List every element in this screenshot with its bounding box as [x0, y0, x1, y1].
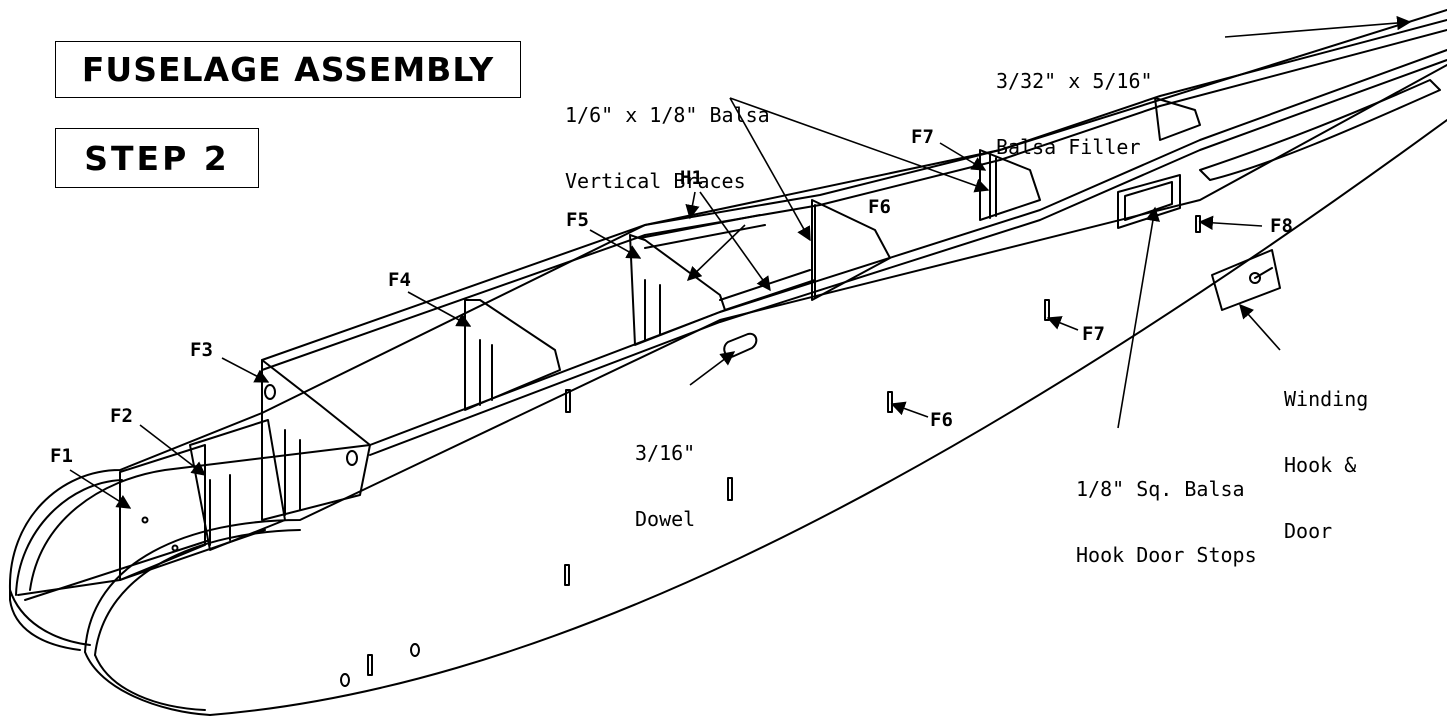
callout-winding-hook-line1: Winding — [1284, 387, 1369, 411]
callout-vertical-braces: 1/6" x 1/8" Balsa Vertical Braces — [565, 60, 770, 214]
winding-hook-door — [1211, 249, 1281, 311]
callout-dowel-line1: 3/16" — [635, 441, 696, 465]
leader-dowel — [689, 351, 736, 386]
callout-door-stops: 1/8" Sq. Balsa Hook Door Stops — [1076, 434, 1257, 588]
callout-door-stops-line1: 1/8" Sq. Balsa — [1076, 477, 1245, 501]
label-f7-side: F7 — [1082, 323, 1105, 345]
label-f6-side: F6 — [930, 409, 953, 431]
callout-balsa-filler-line1: 3/32" x 5/16" — [996, 69, 1153, 93]
step-box: STEP 2 — [55, 128, 259, 188]
leader-f6-side — [890, 401, 929, 418]
label-f3: F3 — [190, 339, 213, 361]
leader-h1-a — [685, 191, 700, 220]
leader-f3 — [221, 357, 270, 383]
former-f6 — [811, 199, 891, 301]
callout-winding-hook-line2: Hook & — [1284, 453, 1357, 477]
leader-door-stops — [1117, 206, 1160, 429]
leader-h1-c — [686, 224, 746, 281]
leader-braces-b — [729, 97, 990, 193]
former-f2 — [189, 419, 286, 551]
label-f4: F4 — [388, 269, 411, 291]
dowel — [723, 332, 758, 358]
callout-dowel: 3/16" Dowel — [635, 398, 695, 552]
title: FUSELAGE ASSEMBLY — [81, 50, 495, 89]
label-f2: F2 — [110, 405, 133, 427]
label-h1: H1 — [680, 167, 703, 189]
leader-winding — [1239, 303, 1281, 351]
callout-balsa-filler: 3/32" x 5/16" Balsa Filler — [996, 26, 1153, 180]
former-f8 — [1154, 97, 1201, 141]
callout-dowel-line2: Dowel — [635, 507, 696, 531]
callout-winding-hook: Winding Hook & Door — [1284, 344, 1368, 564]
callout-door-stops-line2: Hook Door Stops — [1076, 543, 1257, 567]
leader-f4 — [407, 291, 472, 327]
leader-braces-a — [729, 97, 811, 242]
step-label: STEP 2 — [84, 138, 230, 178]
title-box: FUSELAGE ASSEMBLY — [55, 41, 521, 98]
leader-f7 — [939, 142, 987, 171]
leader-f2 — [139, 424, 207, 476]
label-f8: F8 — [1270, 215, 1293, 237]
label-f7: F7 — [911, 126, 934, 148]
leader-f7-side — [1046, 316, 1079, 331]
former-f4 — [464, 299, 561, 411]
former-f3 — [261, 359, 371, 521]
hook-door-opening — [1117, 174, 1181, 229]
leader-f8 — [1198, 215, 1263, 231]
leader-h1-b — [699, 191, 771, 292]
leader-filler — [1224, 15, 1412, 38]
leader-f1 — [69, 469, 132, 509]
label-f1: F1 — [50, 445, 73, 467]
callout-vertical-braces-line2: Vertical Braces — [565, 169, 746, 193]
former-f5 — [629, 234, 726, 346]
callout-balsa-filler-line2: Balsa Filler — [996, 135, 1141, 159]
label-f6: F6 — [868, 196, 891, 218]
callout-vertical-braces-line1: 1/6" x 1/8" Balsa — [565, 103, 770, 127]
label-f5: F5 — [566, 209, 589, 231]
right-side-outline — [84, 64, 1447, 653]
callout-winding-hook-line3: Door — [1284, 519, 1333, 543]
former-f7 — [979, 149, 1041, 221]
left-side-outline — [8, 9, 1447, 591]
leader-f5 — [589, 229, 642, 259]
